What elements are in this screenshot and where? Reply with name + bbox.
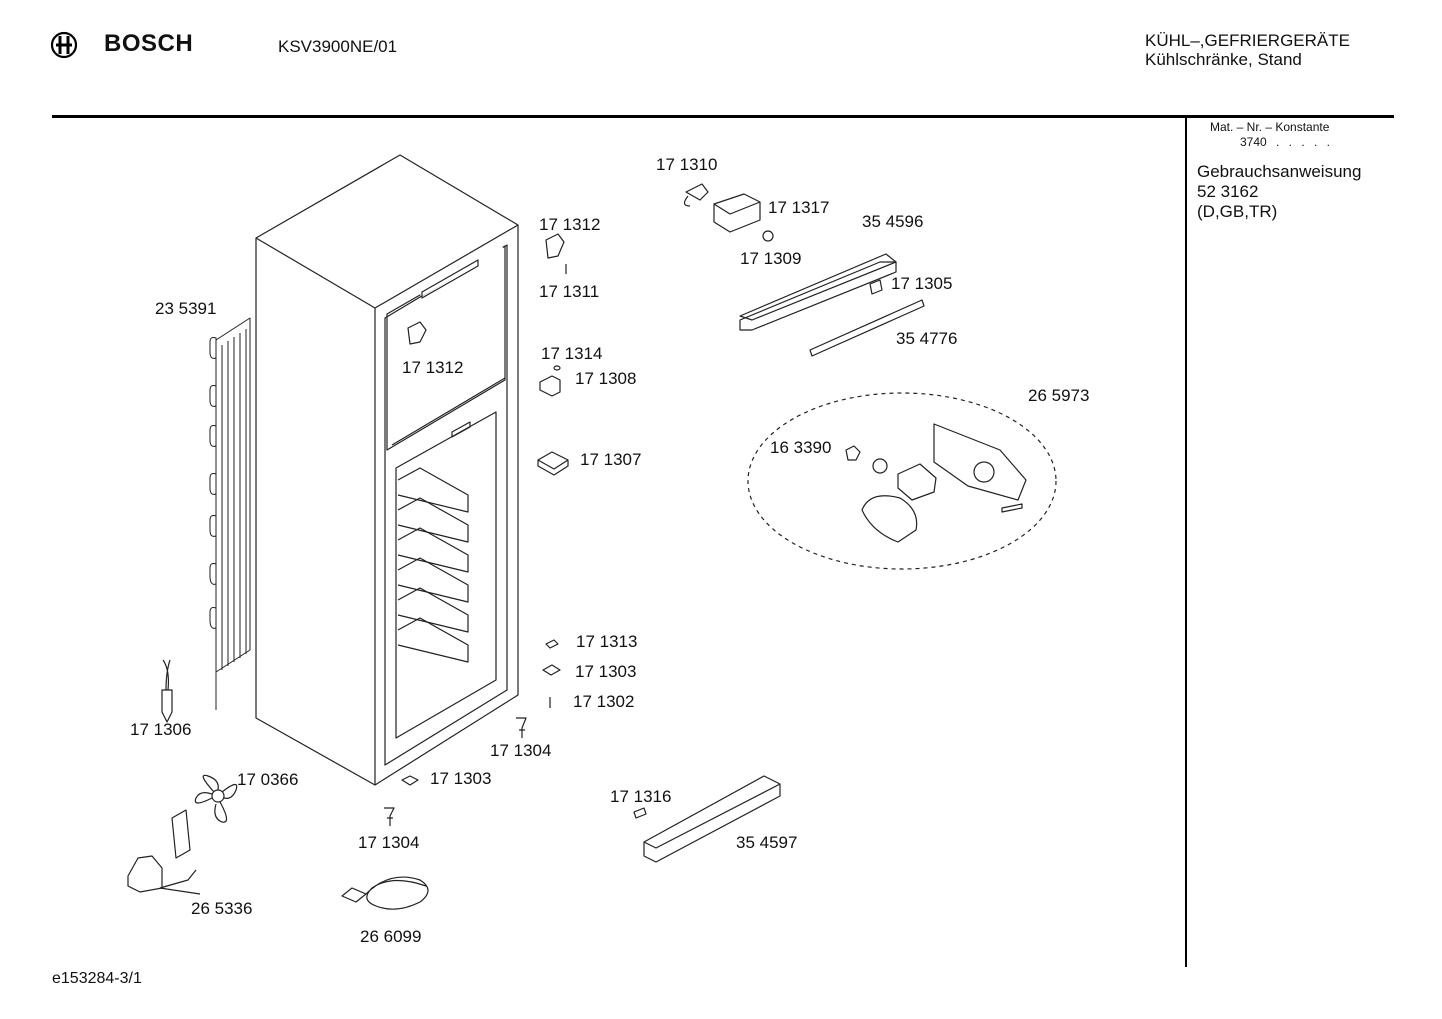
part-label: 17 1313 — [576, 632, 638, 651]
drawing-id: e153284-3/1 — [52, 970, 142, 987]
part-label: 17 1308 — [575, 369, 637, 388]
condenser — [209, 317, 251, 710]
part-label: 17 1304 — [358, 833, 420, 852]
part-label: 17 1312 — [402, 358, 464, 377]
exploded-parts-drawing — [127, 154, 1057, 910]
mat-nr-value: 3740 — [1240, 135, 1267, 149]
bottom-trim — [633, 775, 781, 863]
control-panel — [683, 183, 925, 357]
part-label: 17 1309 — [740, 249, 802, 268]
brand-name: BOSCH — [104, 30, 194, 57]
part-label: 17 0366 — [237, 770, 299, 789]
manual-languages: (D,GB,TR) — [1197, 202, 1278, 221]
part-label: 17 1305 — [891, 274, 953, 293]
part-label: 35 4597 — [736, 833, 798, 852]
part-label: 17 1302 — [573, 692, 635, 711]
header-divider — [52, 115, 1394, 118]
freezer-shelves — [397, 467, 469, 663]
part-label: 17 1310 — [656, 155, 718, 174]
manual-number: 52 3162 — [1197, 182, 1259, 201]
part-label: 17 1303 — [575, 662, 637, 681]
part-label: 16 3390 — [770, 438, 832, 457]
part-label: 17 1317 — [768, 198, 830, 217]
model-number: KSV3900NE/01 — [278, 37, 398, 56]
fan-assembly — [127, 774, 238, 895]
power-cable — [341, 876, 429, 910]
part-label: 17 1306 — [130, 720, 192, 739]
mat-nr-dots: . . . . . — [1276, 135, 1334, 149]
small-parts — [161, 233, 569, 826]
part-label: 17 1312 — [539, 215, 601, 234]
lamp-assembly — [747, 392, 1057, 570]
sidebar-divider — [1185, 117, 1187, 967]
bosch-logo-icon — [50, 31, 78, 59]
part-label: 17 1311 — [539, 282, 600, 301]
cabinet-body — [255, 154, 519, 786]
part-label: 35 4776 — [896, 329, 958, 348]
part-label: 26 5336 — [191, 899, 253, 918]
part-label: 26 5973 — [1028, 386, 1090, 405]
mat-nr-label: Mat. – Nr. – Konstante — [1210, 120, 1330, 134]
part-label: 17 1307 — [580, 450, 642, 469]
category-title: KÜHL–,GEFRIERGERÄTE — [1145, 31, 1350, 50]
category-subtitle: Kühlschränke, Stand — [1145, 50, 1302, 69]
part-label: 17 1304 — [490, 741, 552, 760]
part-label: 26 6099 — [360, 927, 422, 946]
part-label: 17 1314 — [541, 344, 603, 363]
part-label: 17 1303 — [430, 769, 492, 788]
part-label: 17 1316 — [610, 787, 672, 806]
part-label: 35 4596 — [862, 212, 924, 231]
manual-title: Gebrauchsanweisung — [1197, 162, 1362, 181]
part-label: 23 5391 — [155, 299, 217, 318]
